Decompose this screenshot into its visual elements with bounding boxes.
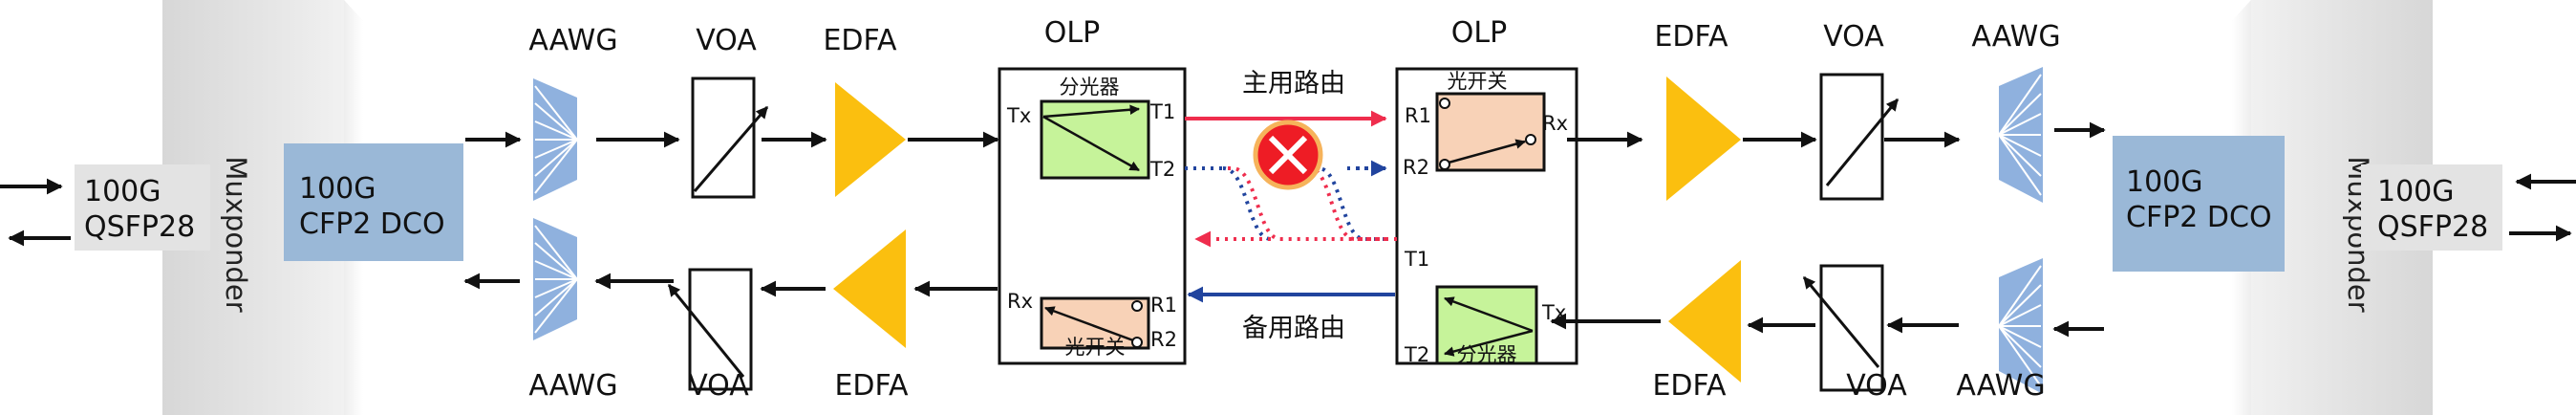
aawg-right-bottom bbox=[1998, 258, 2043, 394]
voa-left-bottom-label: VOA bbox=[688, 369, 749, 403]
edfa-left-top bbox=[835, 82, 906, 197]
backup-route-label: 备用路由 bbox=[1242, 314, 1345, 343]
aawg-left-top-label: AAWG bbox=[528, 24, 617, 57]
muxponder-left-label: Muxponder bbox=[220, 156, 252, 312]
blue-dotted-cross bbox=[1222, 166, 1272, 241]
qsfp28-left-speed: 100G bbox=[84, 175, 161, 208]
olp-right: OLP 光开关 R1 R2 Rx T1 T2 Tx 分光器 bbox=[1395, 16, 1578, 366]
cfp2-dco-right-box bbox=[2113, 136, 2285, 272]
muxponder-left: Muxponder bbox=[162, 0, 363, 415]
voa-right-bottom bbox=[1802, 264, 1884, 392]
olp-right-label: OLP bbox=[1451, 16, 1507, 50]
olp-left: OLP 分光器 Tx T1 T2 Rx R1 R2 光开关 bbox=[998, 16, 1187, 365]
aawg-right-top bbox=[1998, 67, 2043, 203]
edfa-right-bottom-label: EDFA bbox=[1652, 369, 1727, 403]
edfa-left-top-label: EDFA bbox=[823, 24, 897, 57]
backup-forward-dotted bbox=[1185, 166, 1385, 241]
cfp2-dco-left-type: CFP2 DCO bbox=[299, 208, 445, 241]
olp-right-t1: T1 bbox=[1404, 248, 1429, 271]
voa-left-bottom bbox=[667, 268, 753, 391]
voa-left-top bbox=[691, 76, 769, 199]
edfa-left-bottom-label: EDFA bbox=[834, 369, 909, 403]
aawg-left-bottom-label: AAWG bbox=[528, 369, 617, 403]
olp-left-r2: R2 bbox=[1150, 328, 1177, 351]
voa-right-top-label: VOA bbox=[1823, 20, 1884, 54]
cfp2-dco-left-speed: 100G bbox=[299, 172, 376, 206]
voa-right-bottom-label: VOA bbox=[1846, 369, 1907, 403]
cfp2-dco-right-speed: 100G bbox=[2126, 165, 2203, 199]
olp-right-t2: T2 bbox=[1404, 343, 1429, 366]
fault-marker bbox=[1253, 120, 1323, 190]
olp-right-optical-switch bbox=[1435, 92, 1546, 172]
edfa-right-bottom bbox=[1668, 260, 1741, 382]
olp-left-switch-label: 光开关 bbox=[1065, 336, 1126, 359]
cfp2-dco-left-box bbox=[284, 143, 463, 261]
olp-left-rx: Rx bbox=[1007, 290, 1033, 313]
qsfp28-right: 100G QSFP28 bbox=[2361, 164, 2502, 251]
qsfp28-right-speed: 100G bbox=[2377, 175, 2455, 208]
olp-right-splitter-label: 分光器 bbox=[1457, 343, 1517, 366]
olp-left-label: OLP bbox=[1044, 16, 1100, 50]
qsfp28-right-box bbox=[2361, 164, 2502, 251]
qsfp28-left-type: QSFP28 bbox=[84, 210, 195, 244]
olp-left-tx: Tx bbox=[1006, 104, 1031, 127]
cfp2-dco-left: 100G CFP2 DCO bbox=[284, 143, 463, 261]
olp-left-r1: R1 bbox=[1150, 294, 1177, 317]
aawg-right-top-label: AAWG bbox=[1971, 20, 2060, 54]
edfa-right-top bbox=[1666, 76, 1741, 201]
olp-right-switch-label: 光开关 bbox=[1448, 70, 1508, 93]
qsfp28-left: 100G QSFP28 bbox=[75, 164, 210, 251]
olp-right-r2: R2 bbox=[1403, 156, 1429, 179]
edfa-right-top-label: EDFA bbox=[1654, 20, 1728, 54]
voa-left-top-label: VOA bbox=[696, 24, 757, 57]
aawg-right-bottom-label: AAWG bbox=[1956, 369, 2045, 403]
aawg-left-top bbox=[533, 78, 578, 201]
primary-route-label: 主用路由 bbox=[1242, 69, 1345, 98]
olp-left-t1: T1 bbox=[1149, 100, 1175, 123]
olp-left-t2: T2 bbox=[1149, 158, 1175, 181]
red-dotted-cross bbox=[1308, 166, 1397, 241]
voa-right-top bbox=[1819, 73, 1900, 201]
olp-right-rx: Rx bbox=[1542, 112, 1568, 135]
qsfp28-left-box bbox=[75, 164, 210, 251]
cfp2-dco-right: 100G CFP2 DCO bbox=[2113, 136, 2285, 272]
cfp2-dco-right-type: CFP2 DCO bbox=[2126, 201, 2272, 234]
olp-left-splitter-label: 分光器 bbox=[1060, 76, 1120, 98]
edfa-left-bottom bbox=[833, 229, 906, 348]
olp-right-r1: R1 bbox=[1405, 104, 1431, 127]
qsfp28-right-type: QSFP28 bbox=[2377, 210, 2488, 244]
aawg-left-bottom bbox=[533, 218, 578, 340]
